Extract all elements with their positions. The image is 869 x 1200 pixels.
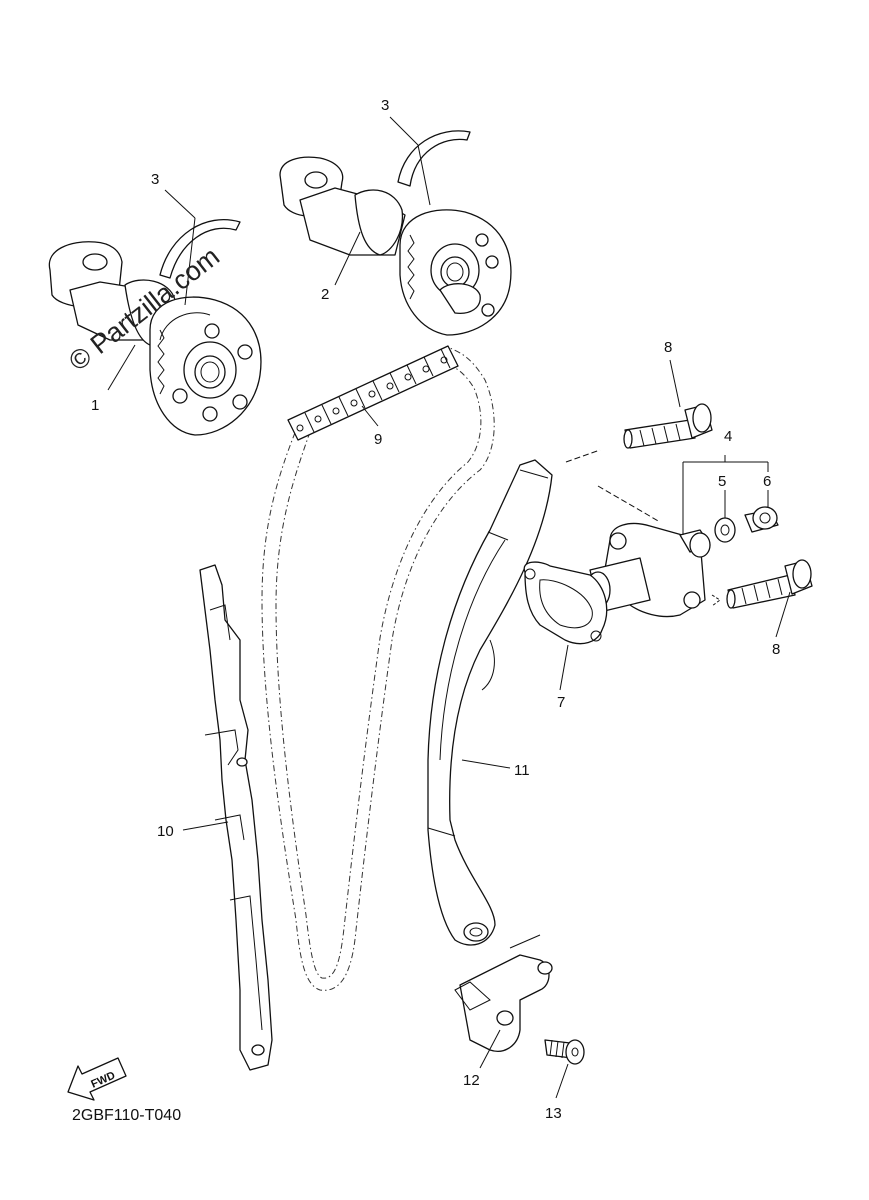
cam-chain-outline-inner bbox=[275, 363, 482, 979]
camshaft-1 bbox=[48, 241, 262, 436]
washer-5 bbox=[714, 517, 736, 543]
callout-3-left: 3 bbox=[151, 171, 159, 188]
camshaft-2 bbox=[279, 156, 512, 336]
diagram-code: 2GBF110-T040 bbox=[72, 1107, 181, 1124]
callout-1: 1 bbox=[91, 397, 99, 414]
callout-5: 5 bbox=[718, 473, 726, 490]
callout-8-lower: 8 bbox=[772, 641, 780, 658]
circlip-3-left bbox=[159, 219, 241, 279]
bracket-12 bbox=[454, 934, 553, 1052]
callout-13: 13 bbox=[545, 1105, 562, 1122]
callout-8-upper: 8 bbox=[664, 339, 672, 356]
callout-2: 2 bbox=[321, 286, 329, 303]
cam-chain-outline bbox=[261, 347, 495, 991]
chain-guide-10 bbox=[199, 564, 273, 1071]
callout-3-right: 3 bbox=[381, 97, 389, 114]
cam-chain-links bbox=[287, 345, 459, 441]
cap-bolt-6 bbox=[744, 506, 779, 533]
callout-6: 6 bbox=[763, 473, 771, 490]
leader-lines bbox=[107, 116, 791, 1099]
fwd-arrow-icon: FWD bbox=[67, 1057, 127, 1101]
tensioner-gasket-7 bbox=[523, 561, 608, 645]
bolt-8-upper bbox=[623, 403, 713, 449]
chain-tensioner-guide-11 bbox=[427, 459, 553, 946]
callout-9: 9 bbox=[374, 431, 382, 448]
callout-10: 10 bbox=[157, 823, 174, 840]
callout-11: 11 bbox=[514, 762, 530, 779]
callout-4: 4 bbox=[724, 428, 732, 445]
bolt-8-lower bbox=[726, 559, 813, 609]
circlip-3-right bbox=[397, 130, 471, 187]
chain-tensioner-assembly-4 bbox=[585, 522, 711, 618]
callout-12: 12 bbox=[463, 1072, 480, 1089]
callout-7: 7 bbox=[557, 694, 565, 711]
screw-13 bbox=[544, 1039, 585, 1065]
